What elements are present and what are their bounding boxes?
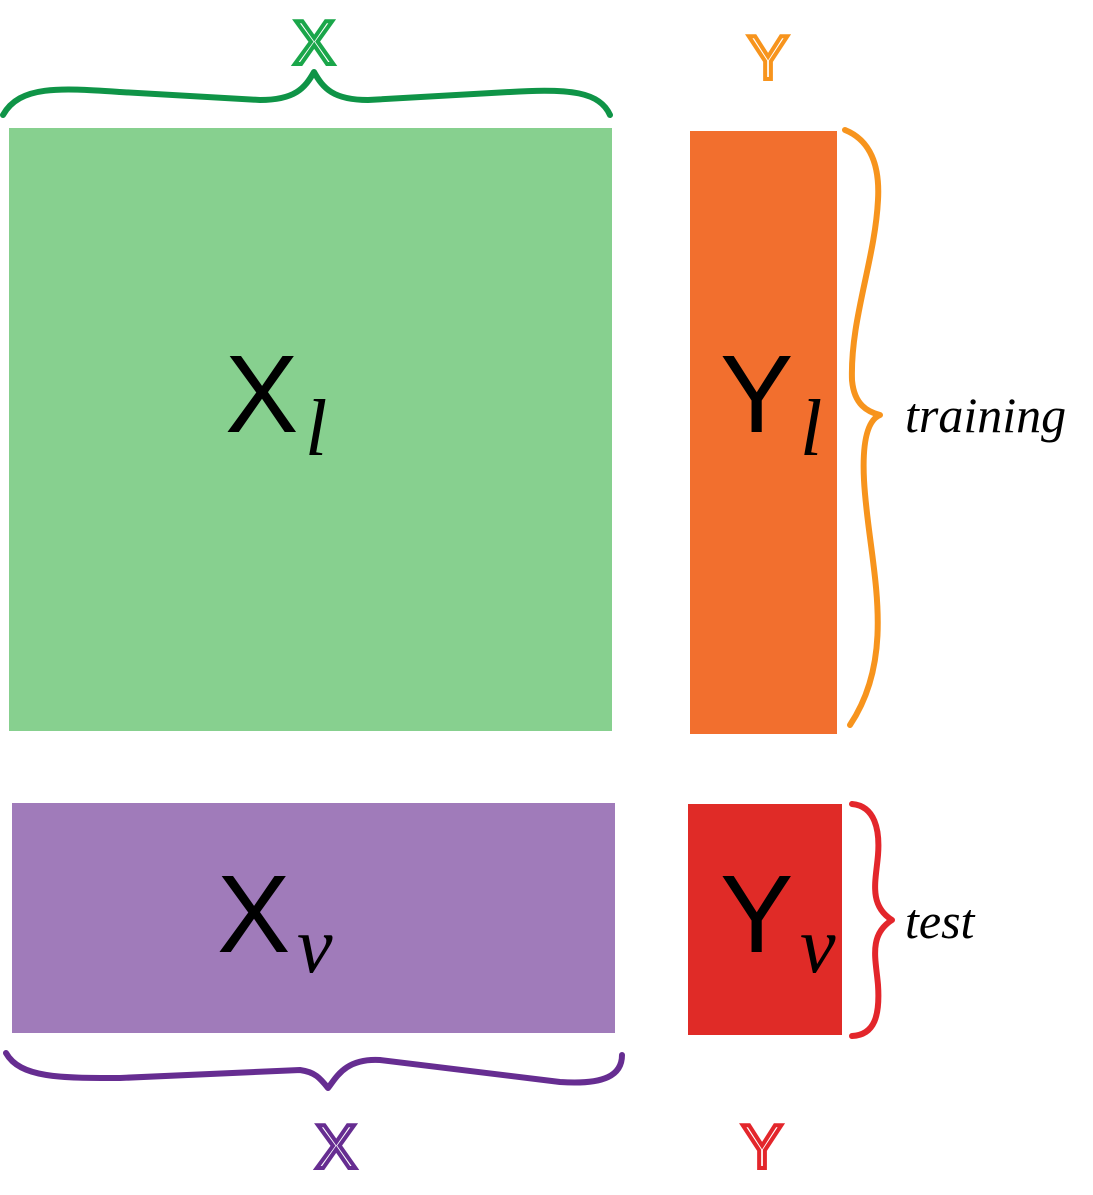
y-train-label: Y <box>720 333 793 456</box>
y-train-block <box>690 131 837 734</box>
x-train-block <box>9 128 612 731</box>
training-label: training <box>905 387 1066 443</box>
test-label: test <box>905 893 976 949</box>
target-space-label-top: Y <box>747 24 788 93</box>
top-brace-icon <box>0 69 613 118</box>
feature-space-label-bottom: X <box>315 1113 356 1182</box>
y-train-subscript: l <box>800 385 822 473</box>
target-space-label-bottom: Y <box>741 1113 782 1182</box>
x-train-subscript: l <box>305 385 327 473</box>
x-test-subscript: v <box>297 902 333 990</box>
bottom-brace-icon <box>3 1050 625 1091</box>
y-test-label: Y <box>720 853 793 976</box>
training-brace-icon <box>842 127 883 728</box>
x-test-block <box>12 803 615 1033</box>
x-train-label: X <box>225 333 298 456</box>
test-brace-icon <box>849 801 895 1039</box>
y-test-block <box>688 804 842 1035</box>
feature-space-label-top: X <box>293 9 334 78</box>
x-test-label: X <box>217 853 290 976</box>
y-test-subscript: v <box>800 902 836 990</box>
